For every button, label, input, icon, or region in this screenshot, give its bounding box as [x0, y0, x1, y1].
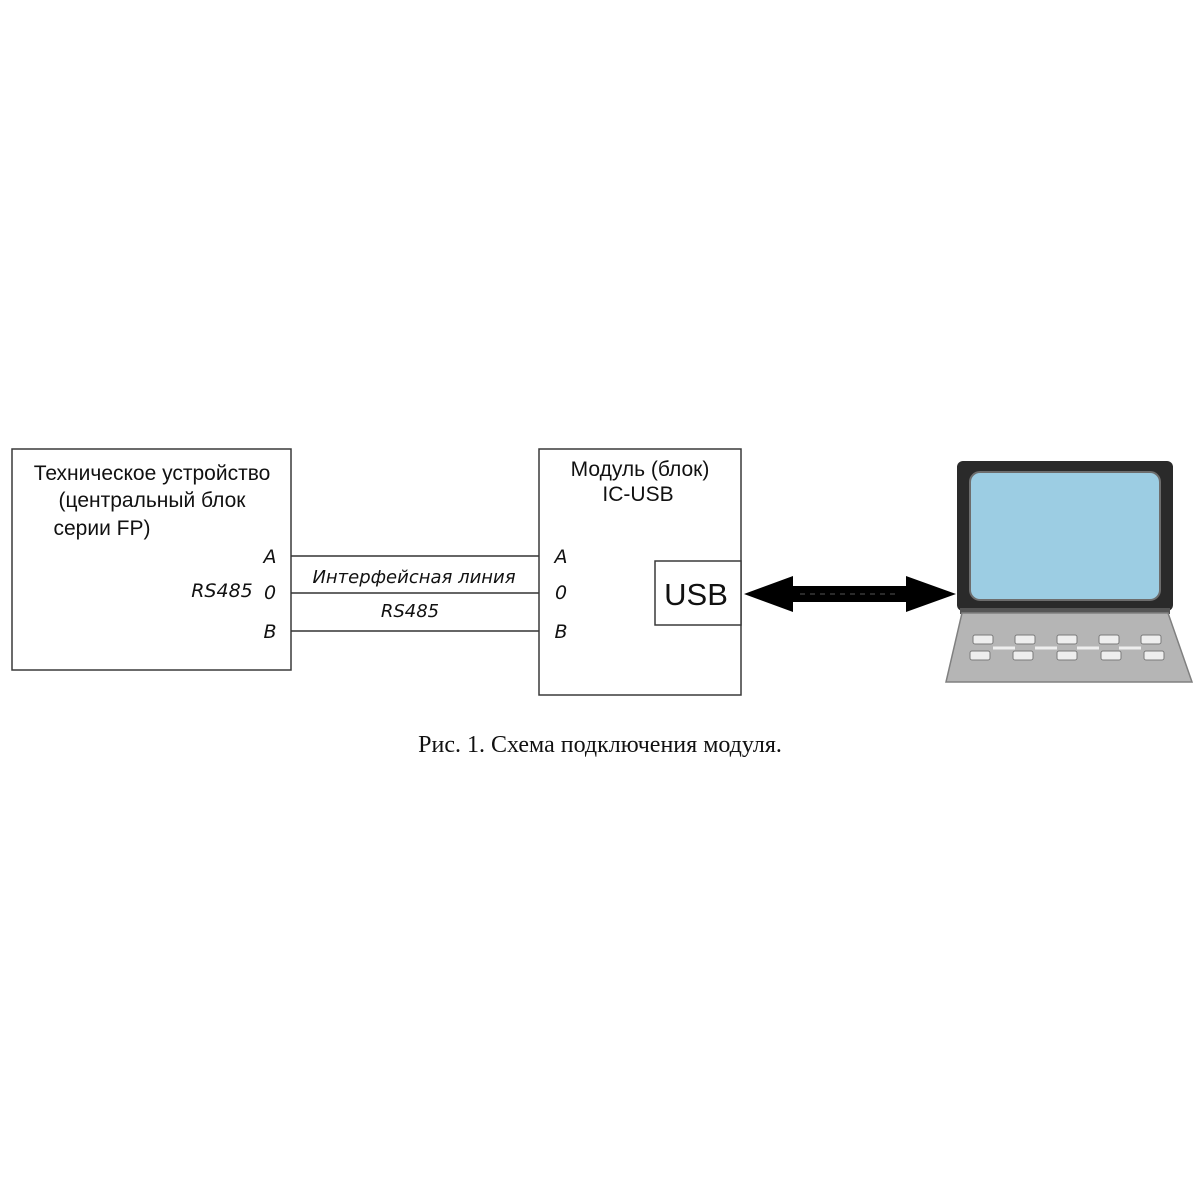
laptop-icon: [945, 461, 1194, 683]
device-pin-a: A: [262, 546, 277, 568]
module-title-line-1: Модуль (блок): [571, 458, 710, 481]
module-pin-0: 0: [555, 582, 567, 604]
device-title-line-1: Техническое устройство: [34, 462, 271, 485]
module-pin-b: B: [554, 621, 567, 643]
laptop-keyboard-base: [945, 612, 1194, 683]
figure-caption: Рис. 1. Схема подключения модуля.: [418, 732, 782, 758]
laptop-screen: [969, 471, 1161, 601]
laptop-hinge: [960, 608, 1170, 614]
device-block-frame: [11, 448, 292, 671]
usb-port-label: USB: [664, 577, 728, 612]
device-pin-0: 0: [264, 582, 276, 604]
module-title-line-2: IC-USB: [602, 483, 673, 506]
module-block: Модуль (блок) IC-USB A 0 B USB: [538, 448, 742, 696]
device-interface-label: RS485: [191, 580, 253, 602]
device-title-line-2: (центральный блок: [59, 489, 247, 512]
device-title-line-3: серии FP): [54, 517, 151, 540]
usb-port-box: [654, 560, 742, 626]
device-pin-b: B: [263, 621, 276, 643]
keyboard-keys: [969, 634, 1165, 661]
interface-line-label: Интерфейсная линия: [312, 567, 515, 588]
interface-line-standard: RS485: [381, 601, 439, 622]
device-block: Техническое устройство (центральный блок…: [11, 448, 292, 671]
usb-link-arrow: [744, 576, 956, 612]
module-pin-a: A: [553, 546, 568, 568]
interface-line: Интерфейсная линия RS485: [291, 555, 539, 632]
